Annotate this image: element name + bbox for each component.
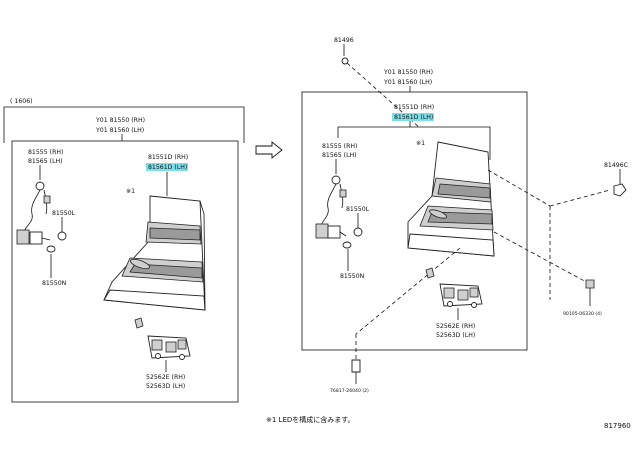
right-note-mark: ※1 [416,140,425,147]
right-bulb-l [353,227,363,237]
right-assy-lh-label: Y01 81560 (LH) [383,79,432,86]
right-mount-dash-1 [487,169,551,207]
right-clip-bottom-label: 76817-26040 (2) [330,388,369,394]
right-bulb-l-label: 81550L [346,206,370,213]
right-assy-rh-label: Y01 81550 (RH) [383,69,433,76]
transition-arrow [255,141,283,159]
right-clip-side [613,183,627,197]
right-box [301,91,528,351]
right-section: 81496 Y01 81550 (RH) Y01 81560 (LH) 8155… [301,37,628,394]
right-lens-lh-highlight [392,113,434,121]
right-bolt [585,279,595,289]
right-clip-bottom [351,359,361,373]
left-assy-rh-label: Y01 81550 (RH) [95,117,145,124]
left-bulb-l [57,231,67,241]
left-lens-rh-label: 81551D (RH) [148,154,188,161]
right-bracket-lh-label: 52563D (LH) [436,332,475,339]
right-lens-bracket [337,126,491,160]
right-clip-top-label: 81496 [334,37,354,44]
right-mount-dash-4 [493,231,591,285]
year-range-label: ( 1606) [10,98,33,105]
left-tail-lamp [103,195,206,311]
left-bracket-rh-label: 52562E (RH) [146,374,185,381]
left-assy-lh-label: Y01 81560 (LH) [95,127,144,134]
left-lens-lh-label: 81561D (LH) [148,164,187,171]
left-bulb-n-label: 81550N [42,280,67,287]
left-box [11,140,239,403]
right-bolt-label: 90105-06330 (4) [563,311,602,317]
left-bracket-lh-label: 52563D (LH) [146,383,185,390]
right-socket-lh-label: 81565 (LH) [322,152,357,159]
footnote: ※1 LEDを構成に含みます。 [266,415,355,424]
diagram-id: 817960 [604,422,631,430]
left-bracket-line [3,106,245,143]
left-socket-lh-label: 81565 (LH) [28,158,63,165]
right-clip-top-dash [346,62,421,129]
right-clip-side-label: 81496C [604,162,628,169]
right-tail-lamp [407,141,495,257]
left-note-mark: ※1 [126,188,135,195]
right-clip-top [341,57,349,65]
left-lens-lh-highlight [146,163,188,171]
right-bulb-n-label: 81550N [340,273,365,280]
right-mount-dash-2 [549,189,611,207]
right-wiring-harness [315,175,352,249]
left-wiring-harness [16,181,56,253]
left-bulb-l-label: 81550L [52,210,76,217]
left-bracket-part [134,317,191,360]
right-lens-lh-label: 81561D (LH) [394,114,433,121]
right-bracket-part [425,267,483,308]
left-section: ( 1606) Y01 81550 (RH) Y01 81560 (LH) 81… [3,98,245,403]
left-socket-rh-label: 81555 (RH) [28,149,63,156]
right-mount-dash-5 [355,247,461,335]
right-lens-rh-label: 81551D (RH) [394,104,434,111]
right-socket-rh-label: 81555 (RH) [322,143,357,150]
right-bracket-rh-label: 52562E (RH) [436,323,475,330]
